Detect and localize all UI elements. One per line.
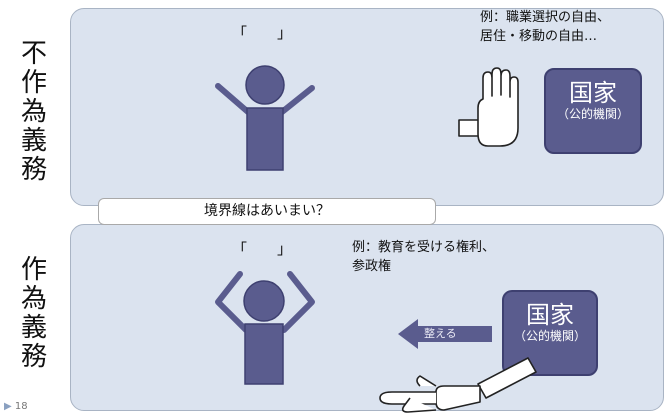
top-quote-blank: 「 」 [232,24,293,42]
page-number: ▶ 18 [4,401,28,412]
top-duty-label: 不作為義務 [20,39,47,185]
prepare-arrow-label: 整える [424,327,457,340]
top-state-box: 国家 （公的機関） [544,68,642,154]
bottom-duty-label: 作為義務 [20,255,47,372]
bottom-quote-blank: 「 」 [232,240,293,258]
top-example-text: 例：職業選択の自由、 居住・移動の自由… [480,10,611,44]
boundary-question-bar: 境界線はあいまい？ [98,198,436,225]
bottom-example-text: 例：教育を受ける権利、 参政権 [352,240,496,274]
bottom-state-box: 国家 （公的機関） [502,290,598,376]
